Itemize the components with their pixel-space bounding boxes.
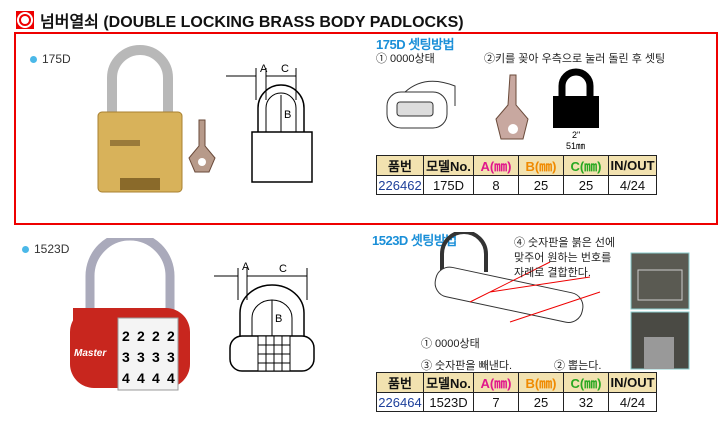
label-b: B [284, 109, 291, 121]
title-text: 넘버열쇠 (DOUBLE LOCKING BRASS BODY PADLOCKS… [40, 14, 464, 31]
label-a: A [260, 63, 268, 75]
digit: 3 [167, 349, 175, 365]
digit: 3 [122, 349, 130, 365]
digit: 4 [137, 370, 145, 386]
padlock-silhouette: 2" 51㎜ [553, 68, 599, 151]
header-cell: 모델No. [423, 372, 474, 393]
header-cell: C(㎜) [563, 372, 609, 393]
usage-example-images [630, 252, 690, 370]
header-cell: B(㎜) [518, 155, 564, 176]
digit: 2 [152, 328, 160, 344]
label-c: C [279, 263, 287, 275]
label-c: C [281, 63, 289, 75]
step-1: ① 0000상태 [376, 53, 435, 65]
model-cell: 175D [423, 175, 474, 195]
key-image [188, 119, 216, 173]
header-cell: 품번 [376, 372, 424, 393]
disassembled-lock-sketch [434, 232, 601, 323]
step-2: ②키를 꽂아 우측으로 눌러 돌린 후 셋팅 [484, 53, 666, 65]
model-cell: 1523D [423, 392, 474, 412]
key-sketch-image [495, 74, 529, 140]
highlight-frame [14, 32, 718, 225]
header-cell: IN/OUT [608, 155, 657, 176]
header-cell: A(㎜) [473, 155, 519, 176]
dimension-inch: 2" [572, 130, 580, 140]
inout-cell: 4/24 [608, 392, 657, 412]
model-text: 1523D [34, 242, 70, 256]
step-1: ① 0000상태 [421, 338, 480, 350]
header-cell: 모델No. [423, 155, 474, 176]
page-title: 넘버열쇠 (DOUBLE LOCKING BRASS BODY PADLOCKS… [16, 8, 464, 32]
a-cell: 7 [473, 392, 519, 412]
model-label-1523d: 1523D [22, 242, 69, 256]
c-cell: 25 [563, 175, 609, 195]
setting-title-175d: 175D 셋팅방법 [376, 37, 455, 52]
step-4: ④ 숫자판을 붉은 선에 맞주어 원하는 번호를 자례로 결합한다. [514, 237, 616, 279]
dimension-mm: 51㎜ [566, 141, 585, 151]
model-label-175d: 175D [30, 52, 71, 66]
digit: 2 [167, 328, 175, 344]
b-cell: 25 [518, 392, 564, 412]
a-cell: 8 [473, 175, 519, 195]
bullet-icon [30, 55, 37, 63]
bullet-icon [22, 245, 29, 253]
digit: 4 [152, 370, 160, 386]
digit: 3 [152, 349, 160, 365]
header-cell: C(㎜) [563, 155, 609, 176]
header-cell: 품번 [376, 155, 424, 176]
header-cell: IN/OUT [608, 372, 657, 393]
digit: 4 [167, 370, 175, 386]
combination-lock-sketch [386, 80, 456, 129]
header-cell: A(㎜) [473, 372, 519, 393]
setting-title-1523d: 1523D 셋팅방법 [372, 233, 457, 248]
dimension-diagram-1523d: A C B [214, 261, 315, 372]
step-3: ③ 숫자판을 빼낸다. [421, 360, 513, 372]
model-text: 175D [42, 52, 71, 66]
brass-padlock-image [97, 45, 183, 193]
digit: 3 [137, 349, 145, 365]
digit: 2 [122, 328, 130, 344]
product-code: 226462 [376, 175, 424, 195]
product-code: 226464 [376, 392, 424, 412]
label-b: B [275, 313, 282, 325]
inout-cell: 4/24 [608, 175, 657, 195]
b-cell: 25 [518, 175, 564, 195]
square-logo-icon [16, 11, 34, 29]
c-cell: 32 [563, 392, 609, 412]
header-cell: B(㎜) [518, 372, 564, 393]
brand-label: Master [74, 348, 107, 359]
digit: 4 [122, 370, 130, 386]
dimension-diagram-175d: A C B [226, 63, 313, 183]
label-a: A [242, 261, 250, 273]
digit: 2 [137, 328, 145, 344]
step-2: ② 뽑는다. [554, 360, 602, 372]
